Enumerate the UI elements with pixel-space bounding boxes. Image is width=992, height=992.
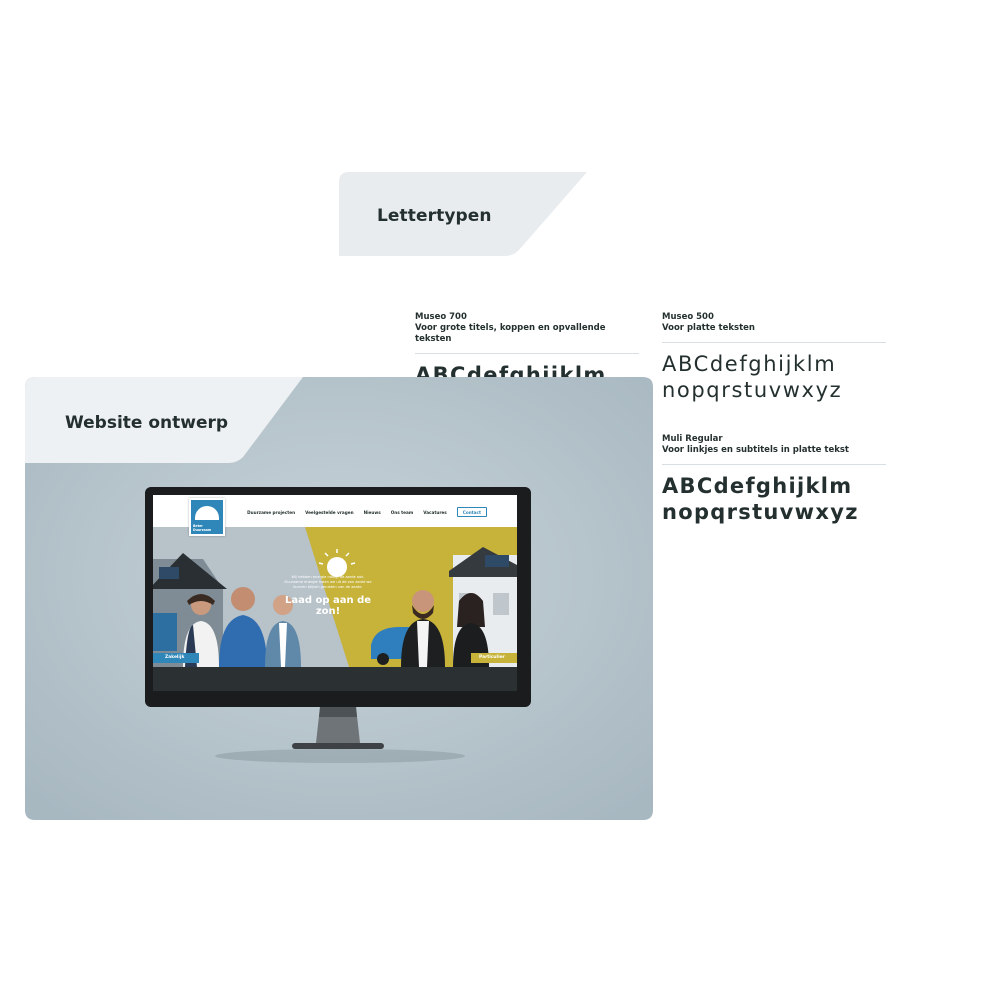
monitor-shadow	[215, 749, 465, 763]
hero-text: Wij hebben energie nodig, de aarde ook. …	[283, 575, 373, 617]
logo-text: Beter Duurzaam	[193, 524, 221, 532]
nav-link[interactable]: Ons team	[390, 509, 414, 515]
font-name: Museo 500	[662, 312, 714, 322]
font-sample-line: nopqrstuvwxyz	[662, 378, 843, 402]
hero-illustration	[153, 527, 517, 667]
font-description: Voor linkjes en subtitels in platte teks…	[662, 445, 849, 455]
site-dark-band	[153, 667, 517, 691]
nav-link[interactable]: Duurzame projecten	[247, 509, 296, 515]
divider	[662, 464, 886, 465]
fonts-section-tab: Lettertypen	[339, 172, 587, 256]
tab-shape	[339, 172, 587, 256]
font-specimen-museo-500: Museo 500 Voor platte teksten ABCdefghij…	[662, 312, 886, 403]
hero-headline: Laad op aan de zon!	[284, 595, 372, 617]
nav-link[interactable]: Veelgestelde vragen	[305, 509, 354, 515]
font-sample-line: nopqrstuvwxyz	[662, 500, 859, 524]
particulier-tag[interactable]: Particulier	[471, 653, 517, 663]
divider	[662, 342, 886, 343]
sun-logo-icon	[195, 506, 219, 520]
monitor: Duurzame projecten Veelgestelde vragen N…	[145, 487, 531, 707]
site-logo[interactable]: Beter Duurzaam	[189, 498, 225, 536]
logo-line: Duurzaam	[193, 528, 212, 532]
monitor-stand	[292, 707, 384, 749]
font-name: Museo 700	[415, 312, 467, 322]
website-section-title: Website ontwerp	[65, 413, 229, 433]
website-screen: Duurzame projecten Veelgestelde vragen N…	[153, 495, 517, 691]
zakelijk-tag[interactable]: Zakelijk	[153, 653, 199, 663]
site-hero: Wij hebben energie nodig, de aarde ook. …	[153, 527, 517, 667]
hero-intro: Wij hebben energie nodig, de aarde ook. …	[284, 575, 372, 589]
contact-button[interactable]: Contact	[456, 507, 487, 517]
site-nav-links: Duurzame projecten Veelgestelde vragen N…	[247, 507, 487, 517]
logo-line: Beter	[193, 524, 203, 528]
font-sample-line: ABCdefghijklm	[662, 352, 837, 376]
font-name: Muli Regular	[662, 434, 723, 444]
font-description: Voor grote titels, koppen en opvallende …	[415, 323, 606, 344]
website-design-panel: Website ontwerp Duurzame projecten Veelg…	[25, 377, 653, 820]
nav-link[interactable]: Vacatures	[423, 509, 447, 515]
nav-link[interactable]: Nieuws	[363, 509, 381, 515]
font-description: Voor platte teksten	[662, 323, 755, 333]
font-specimen-muli-regular: Muli Regular Voor linkjes en subtitels i…	[662, 434, 886, 525]
font-sample-line: ABCdefghijklm	[662, 474, 853, 498]
fonts-section-title: Lettertypen	[377, 206, 492, 226]
divider	[415, 353, 639, 354]
